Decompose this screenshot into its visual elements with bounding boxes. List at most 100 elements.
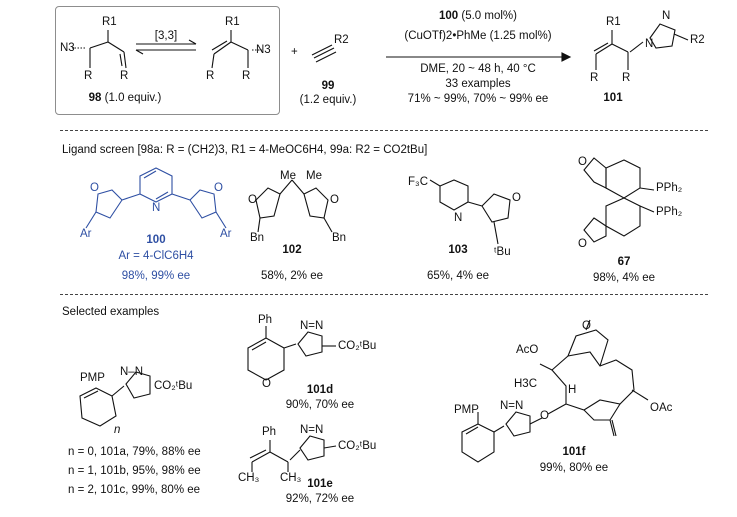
conditions-examples: 33 examples: [445, 78, 511, 90]
conditions-solvent: DME, 20 ~ 48 h, 40 °C: [420, 63, 536, 75]
example-101f-triazole: N=N: [500, 400, 524, 412]
equilibrium-arrows: [135, 39, 197, 55]
ligand-103-cf3: F₃C: [408, 176, 429, 188]
example-101f-label: 101f: [562, 446, 586, 458]
example-101f-h: H: [568, 384, 577, 396]
ligand-100-ar-right: Ar: [220, 228, 232, 240]
example-101d-ester: CO₂ᵗBu: [338, 340, 377, 352]
ligand-100-ar-left: Ar: [80, 228, 92, 240]
product-triazole-n-label: N: [662, 10, 671, 22]
ligand-100-bonds: [85, 167, 227, 229]
example-101f-ester-o: O: [540, 410, 549, 422]
ligand-102-label: 102: [282, 244, 302, 256]
example-101e-triazole: N=N: [300, 424, 324, 436]
example-101d-label: 101d: [306, 384, 334, 396]
product-101-bonds: [593, 23, 689, 70]
ligand-67-result: 98%, 4% ee: [592, 272, 656, 284]
ligand-102-bn-right: Bn: [332, 232, 347, 244]
ligand-102-bonds: [255, 179, 333, 233]
ligand-102-result: 58%, 2% ee: [260, 270, 324, 282]
ligand-100-atom-o2: O: [214, 182, 223, 194]
ligand-screen-heading: Ligand screen [98a: R = (CH2)3, R1 = 4-M…: [62, 144, 428, 156]
example-101abc-ester: CO₂ᵗBu: [154, 380, 193, 392]
ligand-102-me-left: Me: [280, 170, 296, 182]
example-101f-aco: AcO: [516, 344, 539, 356]
product-label: 101: [603, 92, 623, 104]
rearranged-r1-label: R1: [225, 16, 240, 28]
alkyne-label: 99: [321, 80, 335, 92]
example-101f-bonds: [461, 319, 649, 463]
substrate-98-bonds: [72, 30, 127, 69]
example-101d-o: O: [262, 378, 271, 390]
ligand-102-bn-left: Bn: [250, 232, 265, 244]
ligand-67-label: 67: [617, 256, 631, 268]
example-101abc-n-subscript: n: [114, 424, 121, 436]
substrate-r1-label: R1: [102, 16, 117, 28]
example-101b-result: n = 1, 101b, 95%, 98% ee: [68, 465, 201, 477]
alkyne-r2-label: R2: [334, 34, 349, 46]
ligand-103-label: 103: [448, 244, 468, 256]
ligand-100-result: 98%, 99% ee: [121, 270, 191, 282]
ligand-103-result: 65%, 4% ee: [426, 270, 490, 282]
product-r2-label: R2: [690, 34, 705, 46]
example-101e-ph: Ph: [262, 426, 277, 438]
conditions-catalyst: 100 (5.0 mol%): [439, 10, 517, 22]
substrate-n3-label: N3: [60, 42, 75, 54]
example-101abc-n: N–N: [120, 366, 144, 378]
example-101abc-bonds: [79, 371, 151, 427]
example-101d-bonds: [247, 326, 336, 381]
example-101e-ch3-left: CH₃: [238, 472, 260, 484]
product-r-left: R: [590, 72, 599, 84]
example-101f-result: 99%, 80% ee: [539, 462, 609, 474]
substrate-r-left: R: [84, 70, 93, 82]
ligand-67-o-top: O: [578, 156, 587, 168]
example-101e-bonds: [249, 435, 337, 472]
rearranged-n3-label: N3: [256, 44, 271, 56]
alkyne-equiv: (1.2 equiv.): [299, 94, 357, 106]
example-101c-result: n = 2, 101c, 99%, 80% ee: [68, 484, 201, 496]
rearranged-98-bonds: [211, 30, 262, 69]
alkyne-99-bonds: [311, 44, 337, 63]
example-101d-ph: Ph: [258, 314, 273, 326]
divider-1: [60, 130, 708, 131]
rearranged-r-left: R: [206, 70, 215, 82]
plus-sign: +: [291, 46, 298, 58]
example-101e-ch3-right: CH₃: [280, 472, 302, 484]
rearranged-r-right: R: [242, 70, 251, 82]
product-r1-label: R1: [606, 16, 621, 28]
ligand-103-bonds: [429, 179, 511, 245]
example-101e-result: 92%, 72% ee: [285, 493, 355, 505]
ligand-100-atom-n: N: [152, 202, 161, 214]
ligand-67-o-bottom: O: [578, 238, 587, 250]
ligand-100-note: Ar = 4-ClC6H4: [118, 250, 194, 262]
ligand-100-label: 100: [146, 234, 166, 246]
divider-2: [60, 294, 708, 295]
example-101e-label: 101e: [307, 478, 333, 490]
ligand-103-n: N: [454, 212, 463, 224]
example-101d-result: 90%, 70% ee: [285, 399, 355, 411]
rearrangement-label: [3,3]: [154, 30, 178, 42]
substrate-caption: 98 (1.0 equiv.): [88, 92, 162, 104]
example-101a-result: n = 0, 101a, 79%, 88% ee: [68, 446, 201, 458]
ligand-100-atom-o: O: [90, 182, 99, 194]
example-101d-triazole: N=N: [300, 320, 324, 332]
ligand-102-o-right: O: [330, 194, 339, 206]
ligand-67-bonds: [583, 157, 655, 243]
substrate-r-right: R: [120, 70, 129, 82]
ligand-67-pph2-bottom: PPh₂: [656, 206, 683, 218]
product-r-right: R: [622, 72, 631, 84]
ligand-102-me-right: Me: [306, 170, 322, 182]
example-101e-ester: CO₂ᵗBu: [338, 440, 377, 452]
ligand-103-tbu: ᵗBu: [494, 246, 511, 258]
reaction-arrow: [386, 52, 572, 62]
example-101f-pmp: PMP: [454, 404, 479, 416]
substrate-box: [55, 6, 280, 115]
ligand-103-o: O: [512, 192, 521, 204]
example-101abc-pmp: PMP: [80, 372, 105, 384]
example-101f-o-carbonyl: O: [582, 320, 591, 332]
examples-heading: Selected examples: [62, 306, 160, 318]
example-101f-h3c: H3C: [514, 378, 538, 390]
ligand-67-pph2-top: PPh₂: [656, 182, 683, 194]
example-101f-oac: OAc: [650, 402, 673, 414]
